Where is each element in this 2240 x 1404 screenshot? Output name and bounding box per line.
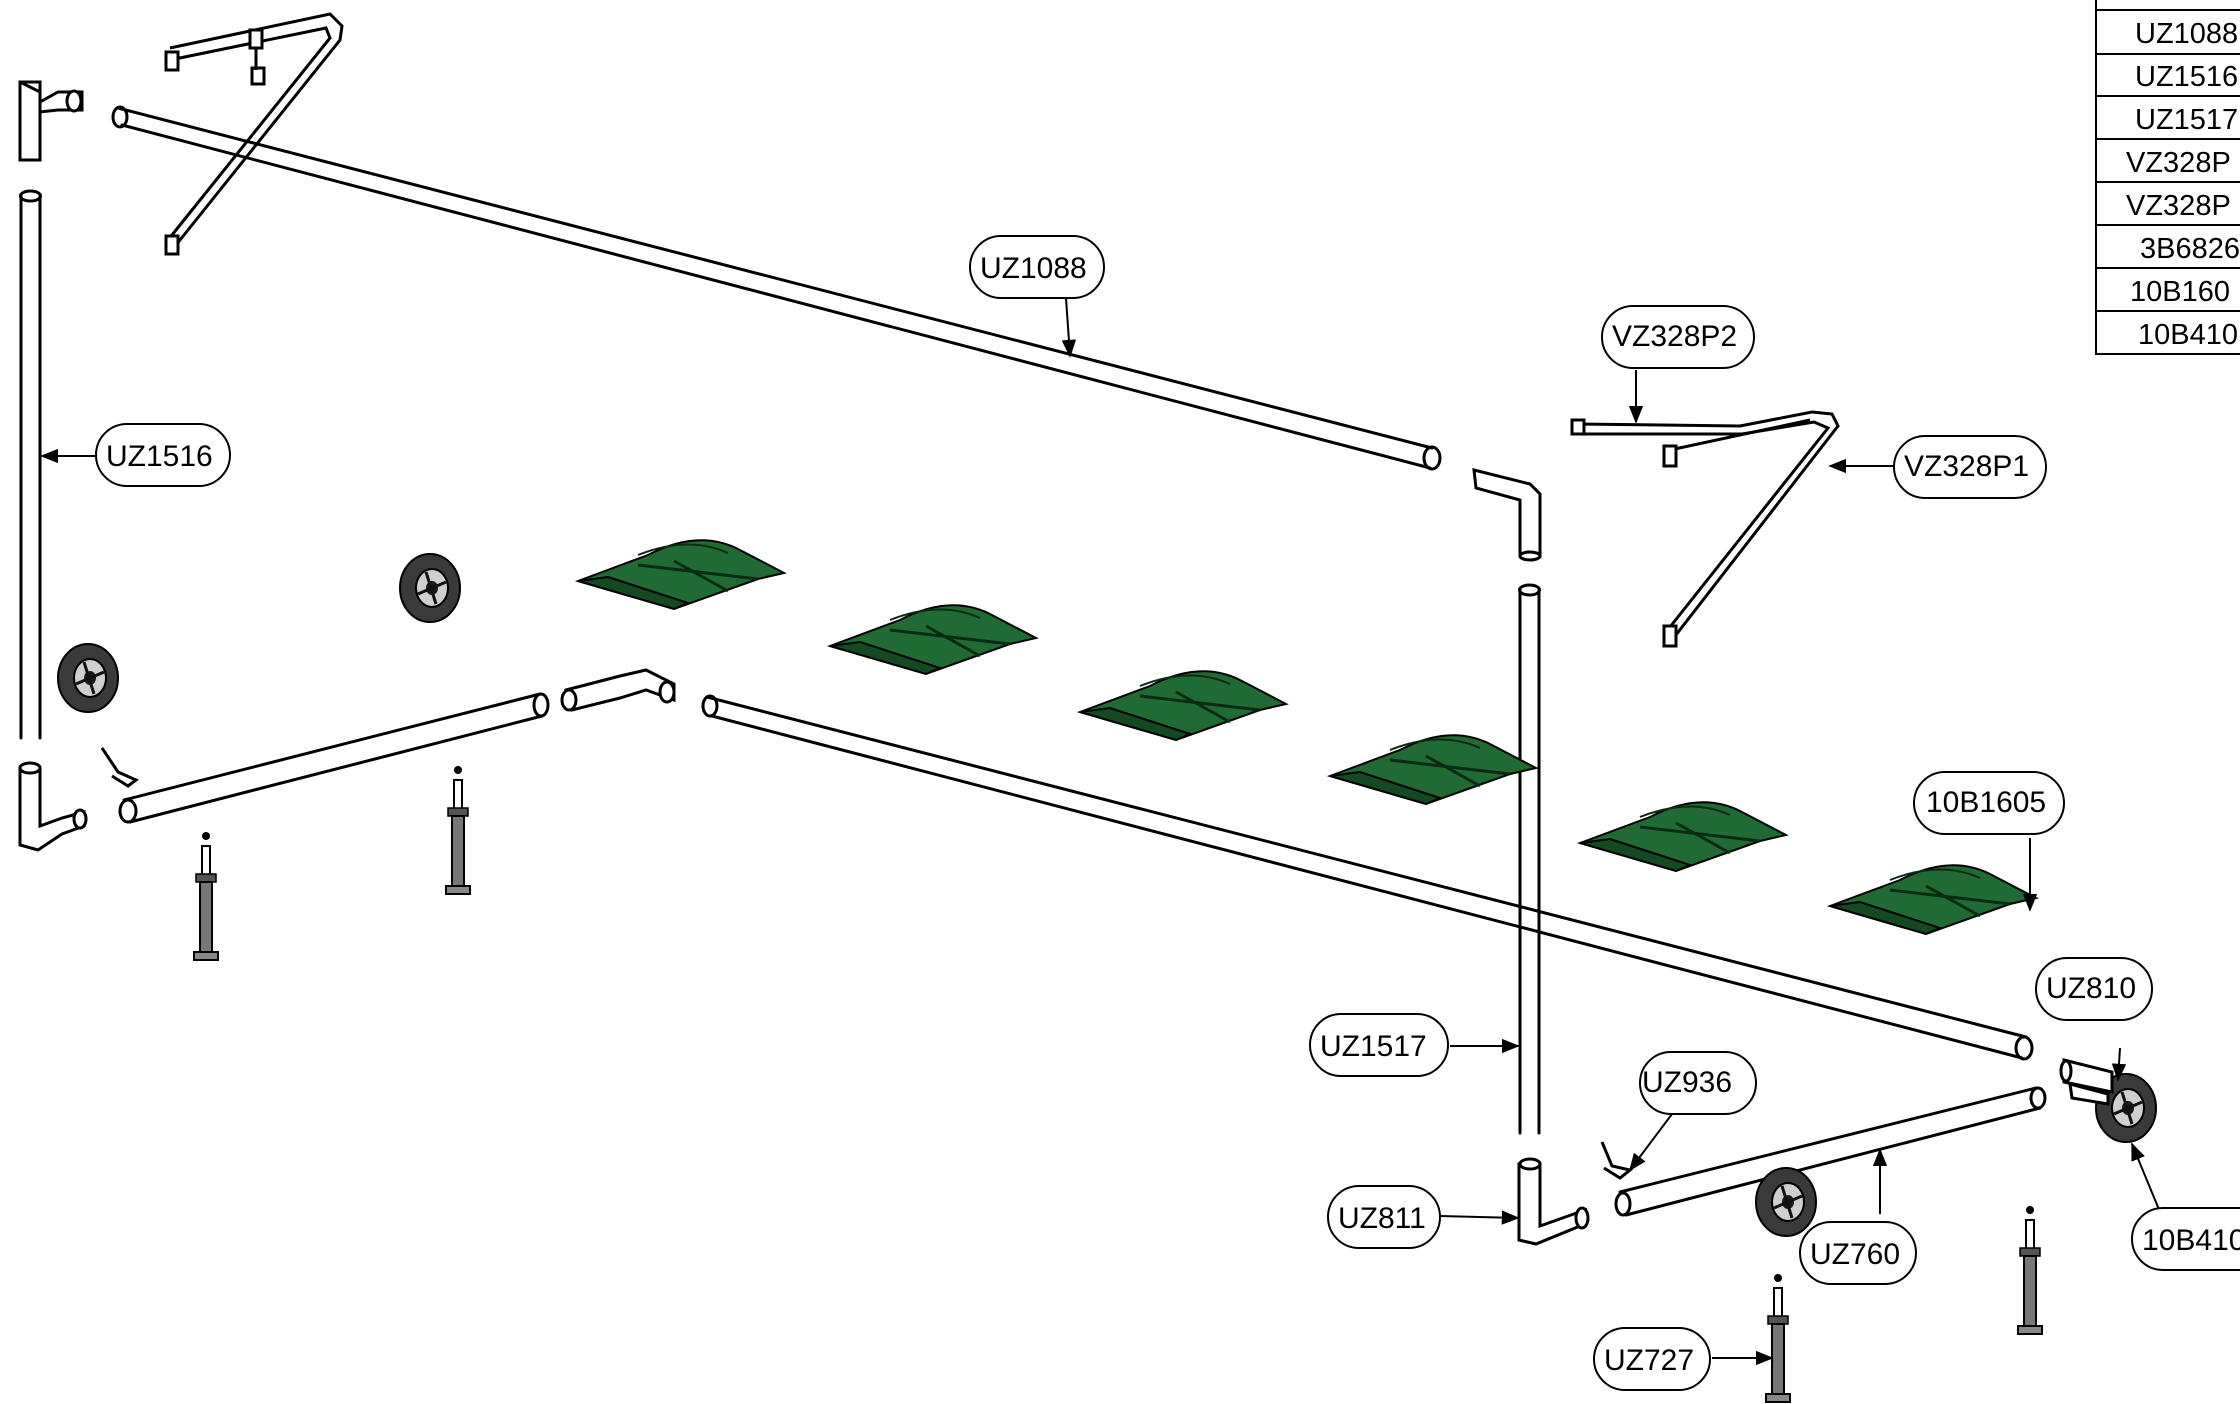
table-row-1: UZ1088 (2135, 18, 2238, 50)
wheel-left (57, 643, 119, 713)
elbow-bottom-left (18, 761, 88, 852)
canopy-bracket-left (164, 12, 344, 256)
jack-left (193, 832, 219, 961)
hook-uz936 (1600, 1141, 1634, 1180)
callout-uz760: UZ760 (1810, 1238, 1900, 1271)
wheel-uz760 (1755, 1167, 1817, 1237)
tube-lower-long (701, 694, 2034, 1061)
jack-center (445, 766, 471, 895)
callout-uz1516: UZ1516 (106, 440, 213, 473)
elbow-center (560, 668, 676, 712)
canopy-fabric-1 (574, 539, 787, 611)
canopy-fabric-2 (826, 604, 1039, 676)
hook-left (100, 747, 139, 788)
canopy-fabric-group (574, 539, 2039, 936)
jack-uz727 (1765, 1274, 1791, 1403)
elbow-uz811 (1517, 1157, 1590, 1246)
table-row-5: VZ328P (2126, 190, 2231, 222)
canopy-fabric-3 (1076, 670, 1289, 742)
callout-uz936: UZ936 (1642, 1066, 1732, 1099)
canopy-fabric-4 (1326, 734, 1539, 806)
callout-uz727: UZ727 (1604, 1344, 1694, 1377)
callout-uz1088: UZ1088 (980, 252, 1087, 285)
callout-uz810: UZ810 (2046, 972, 2136, 1005)
elbow-top-right (1472, 468, 1542, 562)
table-row-6: 3B6826 (2140, 233, 2240, 265)
canopy-fabric-6 (1826, 864, 2039, 936)
elbow-top-left (18, 80, 84, 162)
jack-right (2017, 1206, 2043, 1335)
parts-table: UZ1088 UZ1516 UZ1517 VZ328P VZ328P 3B682… (2095, 0, 2240, 355)
callout-uz811: UZ811 (1338, 1202, 1426, 1235)
callout-10b1605: 10B1605 (1926, 786, 2046, 819)
table-row-2: UZ1516 (2135, 61, 2238, 93)
bracket-uz810 (2059, 1058, 2114, 1106)
jack-group (193, 766, 2043, 1403)
tube-uz1516 (19, 189, 42, 740)
callout-vz328p2: VZ328P2 (1612, 320, 1737, 353)
table-row-3: UZ1517 (2135, 104, 2238, 136)
callout-uz1517: UZ1517 (1320, 1030, 1427, 1063)
canopy-fabric-5 (1576, 801, 1789, 873)
tube-lower-left (118, 692, 550, 824)
table-row-8: 10B410 (2138, 319, 2238, 351)
tube-uz1088 (111, 105, 1442, 471)
wheel-center (399, 553, 461, 623)
tube-uz760 (1614, 1086, 2047, 1217)
canopy-bracket-right (1570, 410, 1840, 648)
caster-wheel-group (57, 553, 2157, 1237)
callout-vz328p1: VZ328P1 (1904, 450, 2029, 483)
callout-10b410: 10B410 (2142, 1224, 2240, 1257)
table-row-7: 10B160 (2130, 276, 2230, 308)
tube-uz1517 (1518, 583, 1541, 1135)
table-row-4: VZ328P (2126, 147, 2231, 179)
